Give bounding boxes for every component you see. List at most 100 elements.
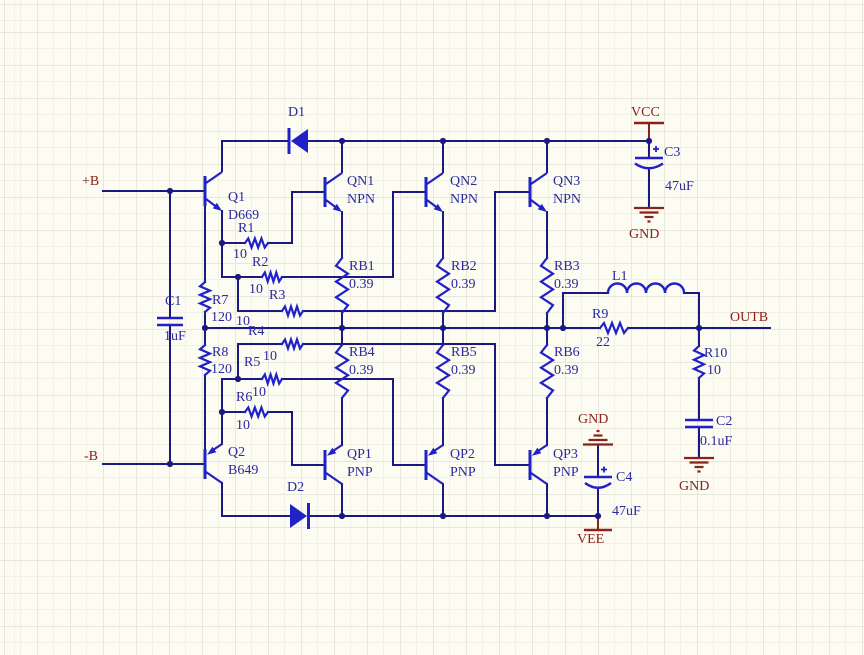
capacitor-C1[interactable]: [157, 316, 183, 327]
label-qn3-val[interactable]: NPN: [553, 192, 582, 207]
label-r3-ref[interactable]: R3: [269, 288, 286, 303]
transistor-QN1[interactable]: [323, 172, 343, 212]
label-rb3-ref[interactable]: RB3: [554, 259, 580, 274]
label-r1-val[interactable]: 10: [233, 247, 247, 262]
net-label-gnd-c3[interactable]: GND: [629, 227, 660, 242]
net-label-vcc[interactable]: VCC: [631, 105, 660, 120]
label-d1-ref[interactable]: D1: [288, 105, 306, 120]
label-c2-val[interactable]: 0.1uF: [700, 434, 733, 449]
label-rb5-val[interactable]: 0.39: [451, 363, 476, 378]
label-r3-val[interactable]: 10: [236, 314, 250, 329]
label-r7-val[interactable]: 120: [211, 310, 232, 325]
resistor-R2[interactable]: [260, 268, 284, 286]
label-qn2-val[interactable]: NPN: [450, 192, 479, 207]
resistor-R1[interactable]: [243, 235, 270, 251]
net-label-vee[interactable]: VEE: [577, 532, 605, 547]
label-c1-ref[interactable]: C1: [165, 294, 182, 309]
wire-r5-to-qp2-base[interactable]: [281, 378, 426, 466]
resistor-R7[interactable]: [197, 280, 213, 314]
label-q1-val[interactable]: D669: [228, 208, 260, 223]
label-r6-val[interactable]: 10: [236, 418, 250, 433]
wire-r4-to-qp3-base[interactable]: [302, 343, 530, 466]
resistor-R8[interactable]: [197, 343, 213, 377]
wire-r4-drop[interactable]: [237, 343, 283, 380]
label-r8-val[interactable]: 120: [211, 362, 232, 377]
label-qp1-ref[interactable]: QP1: [347, 447, 372, 462]
net-label-plus-b[interactable]: +B: [82, 174, 100, 189]
power-port-gnd-c2[interactable]: [684, 456, 714, 473]
wire-r6-to-qp1-base[interactable]: [267, 411, 325, 466]
wire-r2-to-qn2-base[interactable]: [281, 191, 426, 278]
transistor-QP2[interactable]: [424, 444, 444, 485]
label-c4-ref[interactable]: C4: [616, 470, 633, 485]
label-r10-ref[interactable]: R10: [704, 346, 728, 361]
label-qn2-ref[interactable]: QN2: [450, 174, 478, 189]
wire-r1-to-qn1-base[interactable]: [267, 191, 325, 244]
label-r5-ref[interactable]: R5: [244, 355, 261, 370]
diode-D2[interactable]: [290, 503, 310, 529]
label-rb2-ref[interactable]: RB2: [451, 259, 477, 274]
power-port-gnd-c4[interactable]: [583, 429, 613, 446]
label-qp1-val[interactable]: PNP: [347, 465, 373, 480]
label-c4-val[interactable]: 47uF: [612, 504, 641, 519]
label-r4-ref[interactable]: R4: [248, 324, 265, 339]
net-label-gnd-c2[interactable]: GND: [679, 479, 710, 494]
label-rb1-val[interactable]: 0.39: [349, 277, 374, 292]
resistor-RB1[interactable]: [333, 256, 351, 315]
label-r10-val[interactable]: 10: [707, 363, 721, 378]
wire-r3-drop[interactable]: [237, 276, 283, 312]
label-rb3-val[interactable]: 0.39: [554, 277, 579, 292]
label-r9-ref[interactable]: R9: [592, 307, 609, 322]
label-d2-ref[interactable]: D2: [287, 480, 305, 495]
label-rb5-ref[interactable]: RB5: [451, 345, 477, 360]
wire-r3-to-qn3-base[interactable]: [302, 191, 530, 312]
label-rb2-val[interactable]: 0.39: [451, 277, 476, 292]
label-rb4-ref[interactable]: RB4: [349, 345, 375, 360]
label-qp3-ref[interactable]: QP3: [553, 447, 578, 462]
resistor-R9[interactable]: [598, 320, 630, 336]
label-c2-ref[interactable]: C2: [716, 414, 733, 429]
label-qp2-ref[interactable]: QP2: [450, 447, 475, 462]
transistor-Q2[interactable]: [203, 443, 223, 484]
label-qn1-val[interactable]: NPN: [347, 192, 376, 207]
resistor-RB6[interactable]: [538, 343, 556, 400]
label-r1-ref[interactable]: R1: [238, 221, 255, 236]
transistor-Q1[interactable]: [203, 171, 223, 211]
label-r7-ref[interactable]: R7: [212, 293, 229, 308]
wire-l1-left[interactable]: [562, 292, 609, 329]
label-rb6-val[interactable]: 0.39: [554, 363, 579, 378]
label-r9-val[interactable]: 22: [596, 335, 610, 350]
label-rb6-ref[interactable]: RB6: [554, 345, 580, 360]
wire-l1-right[interactable]: [683, 292, 700, 329]
transistor-QP1[interactable]: [323, 444, 343, 485]
resistor-R4[interactable]: [280, 336, 305, 352]
label-qn1-ref[interactable]: QN1: [347, 174, 375, 189]
resistor-R3[interactable]: [280, 303, 305, 319]
resistor-R6[interactable]: [243, 404, 270, 420]
label-r5-val[interactable]: 10: [252, 385, 266, 400]
resistor-RB3[interactable]: [538, 256, 556, 315]
label-r2-val[interactable]: 10: [249, 282, 263, 297]
label-r4-val[interactable]: 10: [263, 349, 277, 364]
transistor-QN3[interactable]: [528, 172, 548, 212]
label-r6-ref[interactable]: R6: [236, 390, 253, 405]
power-port-gnd-c3[interactable]: [634, 206, 664, 223]
net-label-minus-b[interactable]: -B: [84, 449, 98, 464]
resistor-RB5[interactable]: [434, 343, 452, 400]
diode-D1[interactable]: [287, 128, 308, 154]
capacitor-C2[interactable]: [685, 418, 713, 429]
label-l1-ref[interactable]: L1: [612, 269, 628, 284]
net-label-gnd-c4[interactable]: GND: [578, 412, 609, 427]
label-c3-ref[interactable]: C3: [664, 145, 681, 160]
net-label-outb[interactable]: OUTB: [730, 310, 769, 325]
label-c1-val[interactable]: 1uF: [164, 329, 186, 344]
label-q2-ref[interactable]: Q2: [228, 445, 246, 460]
label-qp3-val[interactable]: PNP: [553, 465, 579, 480]
label-q2-val[interactable]: B649: [228, 463, 259, 478]
resistor-R5[interactable]: [260, 370, 284, 388]
label-r8-ref[interactable]: R8: [212, 345, 229, 360]
label-rb1-ref[interactable]: RB1: [349, 259, 375, 274]
resistor-RB2[interactable]: [434, 256, 452, 315]
inductor-L1[interactable]: [606, 282, 686, 294]
resistor-RB4[interactable]: [333, 343, 351, 400]
